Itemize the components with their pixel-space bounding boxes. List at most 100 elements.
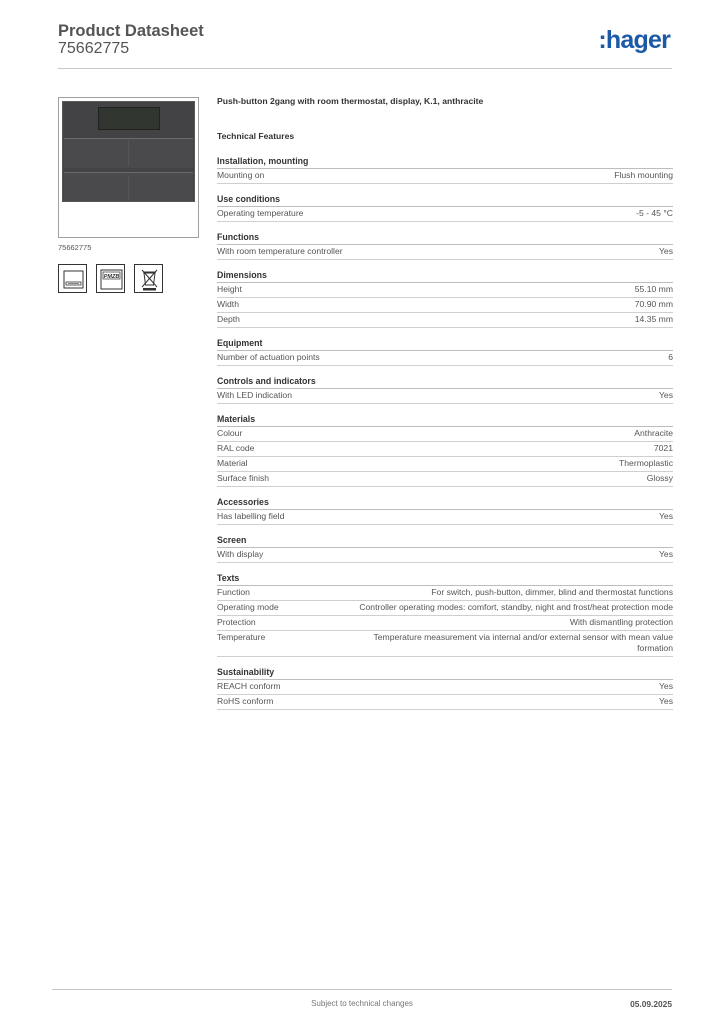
section-title: Controls and indicators [217,376,673,389]
table-row: Surface finish Glossy [217,472,673,487]
row-label: Has labelling field [217,511,285,521]
row-label: Width [217,299,239,309]
section-installation-mounting: Installation, mounting Mounting on Flush … [217,156,673,184]
row-value: 70.90 mm [634,299,673,309]
row-label: Depth [217,314,240,324]
row-value: Yes [658,549,673,559]
row-label: Height [217,284,242,294]
row-label: Mounting on [217,170,265,180]
section-title: Dimensions [217,270,673,283]
technical-features-title: Technical Features [217,131,295,141]
row-label: RoHS conform [217,696,274,706]
section-title: Screen [217,535,673,548]
device-button-row-top [64,138,193,168]
row-label: Operating mode [217,602,279,612]
hager-logo: :hager [598,26,670,54]
table-row: Colour Anthracite [217,427,673,442]
row-value: Temperature measurement via internal and… [373,632,673,653]
section-title: Use conditions [217,194,673,207]
device-display [98,107,160,130]
row-value: Flush mounting [614,170,673,180]
row-value: Yes [658,696,673,706]
row-label: With room temperature controller [217,246,343,256]
device-button-row-bottom [64,172,193,201]
device-outline-icon [58,264,87,293]
row-value: 14.35 mm [634,314,673,324]
section-use-conditions: Use conditions Operating temperature -5 -… [217,194,673,222]
row-label: Function [217,587,250,597]
row-value: Yes [658,390,673,400]
table-row: Operating temperature -5 - 45 °C [217,207,673,222]
row-label: Number of actuation points [217,352,320,362]
product-description: Push-button 2gang with room thermostat, … [217,96,484,106]
page-header: Product Datasheet 75662775 :hager [58,20,672,69]
table-row: Height 55.10 mm [217,283,673,298]
section-title: Materials [217,414,673,427]
footer-note: Subject to technical changes [311,999,413,1008]
section-screen: Screen With display Yes [217,535,673,563]
section-equipment: Equipment Number of actuation points 6 [217,338,673,366]
section-accessories: Accessories Has labelling field Yes [217,497,673,525]
row-value: 55.10 mm [634,284,673,294]
section-title: Equipment [217,338,673,351]
section-title: Sustainability [217,667,673,680]
table-row: Mounting on Flush mounting [217,169,673,184]
section-title: Installation, mounting [217,156,673,169]
row-label: Temperature [217,632,266,642]
weee-crossed-bin-icon [134,264,163,293]
table-row: REACH conform Yes [217,680,673,695]
row-value: With dismantling protection [569,617,673,627]
table-row: Function For switch, push-button, dimmer,… [217,586,673,601]
page-footer: Subject to technical changes 05.09.2025 [52,989,672,1009]
table-row: Temperature Temperature measurement via i… [217,631,673,657]
table-row: Width 70.90 mm [217,298,673,313]
row-value: 6 [668,352,673,362]
table-row: Depth 14.35 mm [217,313,673,328]
table-row: With room temperature controller Yes [217,245,673,260]
pmz-symbol-text: PMZB [104,274,120,280]
row-label: RAL code [217,443,255,453]
row-value: Thermoplastic [619,458,673,468]
row-value: 7021 [653,443,673,453]
image-caption: 75662775 [58,243,92,252]
row-value: Yes [658,511,673,521]
product-image [58,97,199,238]
section-title: Accessories [217,497,673,510]
section-controls-indicators: Controls and indicators With LED indicat… [217,376,673,404]
row-value: Yes [658,246,673,256]
feature-sections: Installation, mounting Mounting on Flush … [217,156,673,720]
section-title: Functions [217,232,673,245]
section-texts: Texts Function For switch, push-button, d… [217,573,673,657]
table-row: With LED indication Yes [217,389,673,404]
row-value: Anthracite [634,428,673,438]
section-functions: Functions With room temperature controll… [217,232,673,260]
row-value: Yes [658,681,673,691]
row-value: Glossy [646,473,673,483]
product-number: 75662775 [58,40,130,57]
table-row: Protection With dismantling protection [217,616,673,631]
row-label: With display [217,549,264,559]
pmz-label-icon: PMZB [96,264,125,293]
document-title: Product Datasheet [58,22,204,40]
row-label: Colour [217,428,243,438]
table-row: Operating mode Controller operating modes… [217,601,673,616]
row-value: -5 - 45 °C [636,208,673,218]
row-label: Operating temperature [217,208,304,218]
table-row: Material Thermoplastic [217,457,673,472]
row-label: With LED indication [217,390,292,400]
row-value: Controller operating modes: comfort, sta… [359,602,673,612]
table-row: With display Yes [217,548,673,563]
table-row: RAL code 7021 [217,442,673,457]
row-label: REACH conform [217,681,281,691]
row-label: Surface finish [217,473,270,483]
row-value: For switch, push-button, dimmer, blind a… [431,587,673,597]
section-title: Texts [217,573,673,586]
push-button-device-illustration [62,101,195,202]
row-label: Material [217,458,248,468]
table-row: Has labelling field Yes [217,510,673,525]
table-row: Number of actuation points 6 [217,351,673,366]
row-label: Protection [217,617,256,627]
